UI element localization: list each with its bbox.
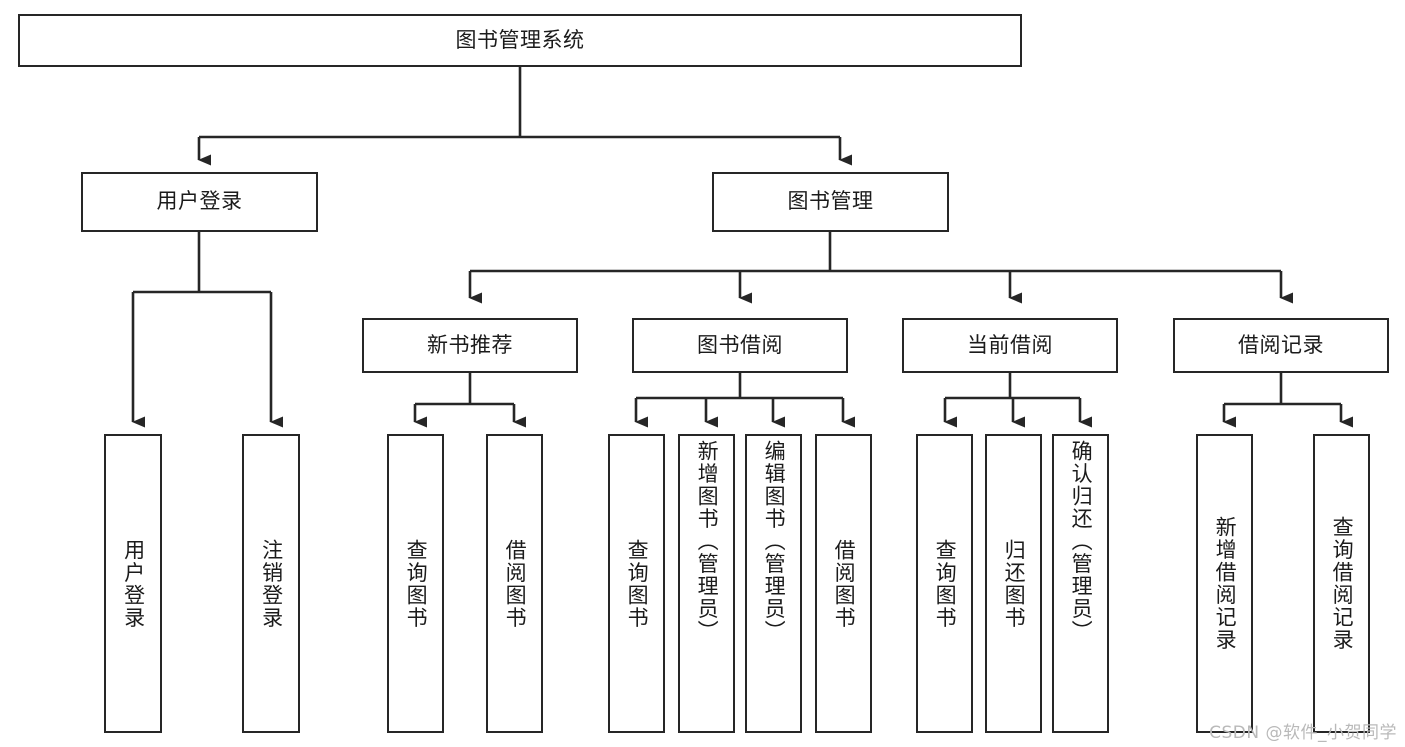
node-label: 借阅图书 — [832, 538, 857, 629]
node-label: 借阅记录 — [1238, 332, 1324, 357]
leaf-query-borrow-record[interactable]: 查询借阅记录 — [1313, 434, 1370, 733]
node-label: 新增图书（管理员） — [695, 440, 720, 643]
node-label: 图书管理 — [787, 189, 874, 214]
node-book-borrowing[interactable]: 图书借阅 — [632, 318, 848, 373]
node-label: 当前借阅 — [967, 332, 1053, 357]
node-current-borrowing[interactable]: 当前借阅 — [902, 318, 1118, 373]
leaf-borrow-books-borrowing[interactable]: 借阅图书 — [815, 434, 872, 733]
leaf-query-books-current[interactable]: 查询图书 — [916, 434, 973, 733]
node-label: 图书借阅 — [697, 332, 783, 357]
node-label: 借阅图书 — [503, 538, 528, 629]
node-label: 编辑图书（管理员） — [762, 440, 787, 643]
leaf-query-books-borrowing[interactable]: 查询图书 — [608, 434, 665, 733]
node-label: 注销登录 — [259, 538, 284, 629]
node-label: 查询借阅记录 — [1330, 516, 1355, 651]
node-label: 新增借阅记录 — [1213, 516, 1238, 651]
node-label: 查询图书 — [404, 538, 429, 629]
node-label: 确认归还（管理员） — [1069, 440, 1094, 643]
leaf-confirm-return-admin[interactable]: 确认归还（管理员） — [1052, 434, 1109, 733]
node-label: 归还图书 — [1002, 538, 1027, 629]
leaf-logout[interactable]: 注销登录 — [242, 434, 300, 733]
node-book-management[interactable]: 图书管理 — [712, 172, 949, 232]
leaf-add-borrow-record[interactable]: 新增借阅记录 — [1196, 434, 1253, 733]
watermark-text: CSDN @软件_小贺同学 — [1209, 723, 1397, 743]
node-label: 查询图书 — [933, 538, 958, 629]
node-label: 查询图书 — [625, 538, 650, 629]
node-borrowing-records[interactable]: 借阅记录 — [1173, 318, 1389, 373]
node-new-book-recommendation[interactable]: 新书推荐 — [362, 318, 578, 373]
leaf-query-books-recommendation[interactable]: 查询图书 — [387, 434, 444, 733]
node-label: 图书管理系统 — [455, 27, 585, 52]
leaf-edit-book-admin[interactable]: 编辑图书（管理员） — [745, 434, 802, 733]
leaf-user-login[interactable]: 用户登录 — [104, 434, 162, 733]
node-label: 用户登录 — [156, 189, 243, 214]
node-label: 新书推荐 — [427, 332, 513, 357]
node-user-login[interactable]: 用户登录 — [81, 172, 318, 232]
leaf-return-books[interactable]: 归还图书 — [985, 434, 1042, 733]
leaf-add-book-admin[interactable]: 新增图书（管理员） — [678, 434, 735, 733]
node-label: 用户登录 — [121, 538, 146, 629]
node-root-book-management-system[interactable]: 图书管理系统 — [18, 14, 1022, 67]
leaf-borrow-books-recommendation[interactable]: 借阅图书 — [486, 434, 543, 733]
